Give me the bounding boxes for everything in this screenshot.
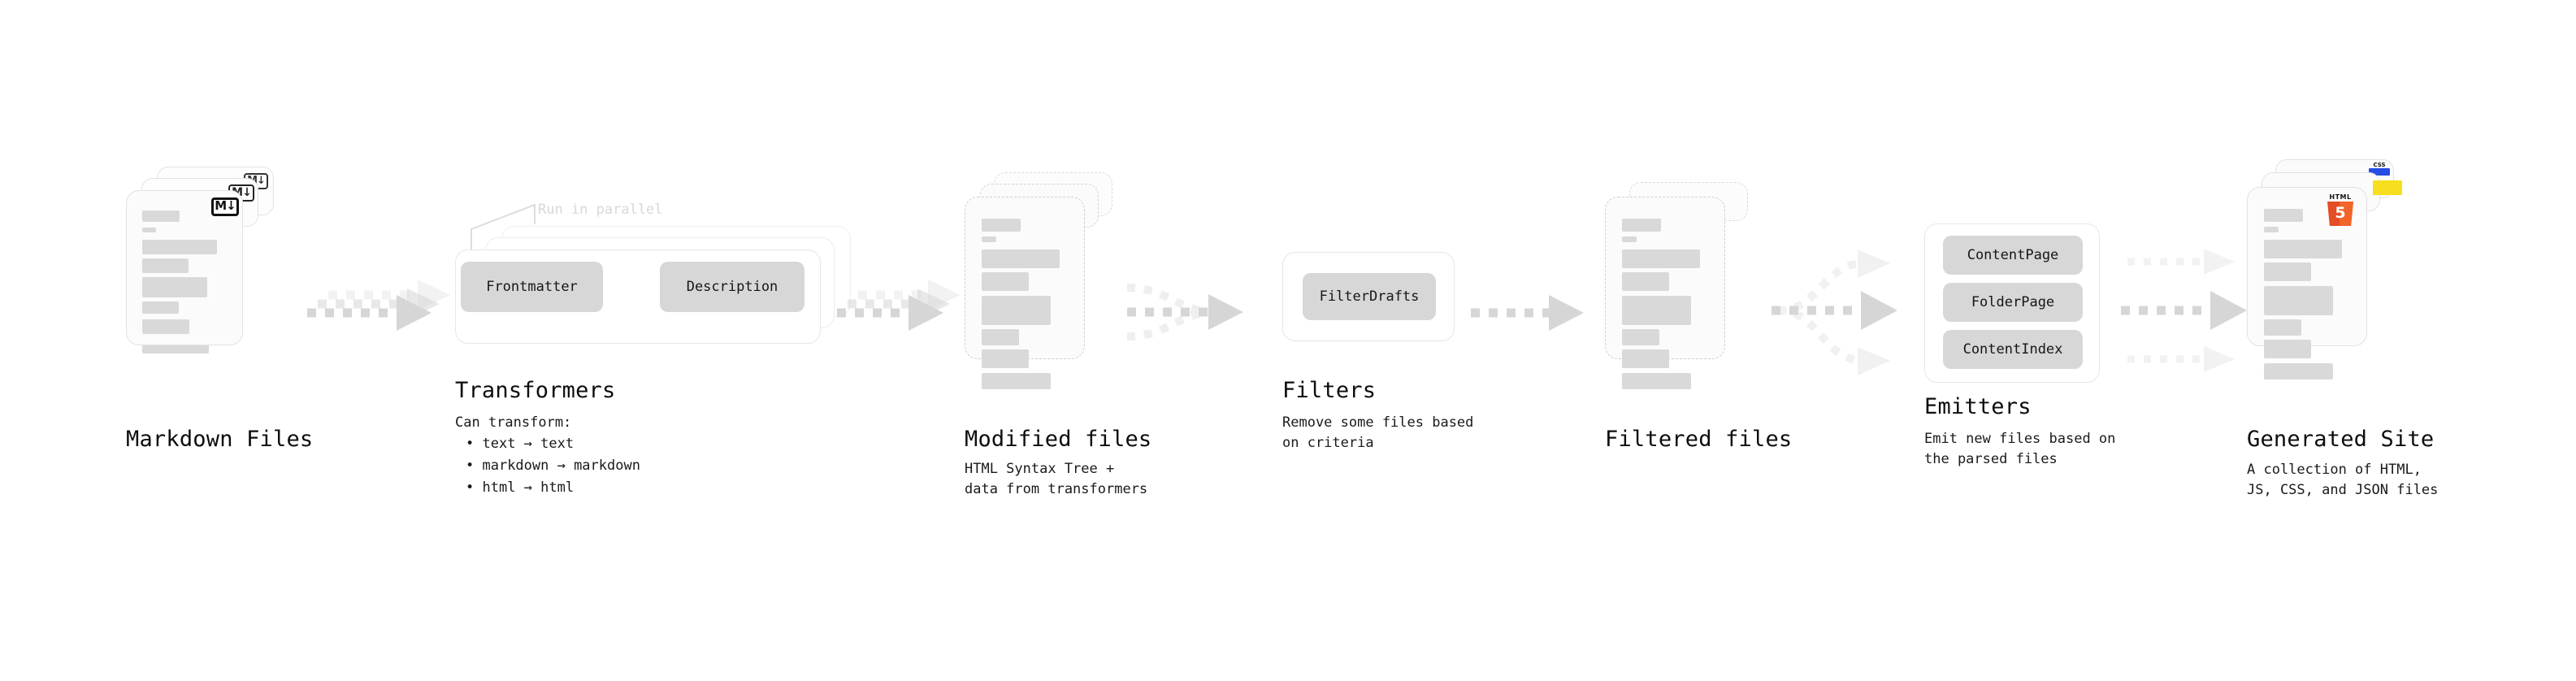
content-bar [982,329,1019,345]
content-bar [142,210,180,222]
content-bar [2264,240,2342,258]
emitter-chip-contentindex[interactable]: ContentIndex [1943,330,2083,369]
generated-site-title: Generated Site [2247,427,2435,452]
filters-box: FilterDrafts [1282,252,1455,341]
markdown-icon: M↓ [211,197,239,216]
emitter-chip-folderpage[interactable]: FolderPage [1943,283,2083,322]
transformers-desc-item: • html → html [466,479,575,496]
transformers-title: Transformers [455,378,616,403]
arrow-transformers-to-modified [837,280,961,331]
content-bar [1622,236,1637,242]
content-bar [142,258,189,273]
transformer-chip-description[interactable]: Description [660,262,804,312]
filtered-card-front [1605,197,1725,389]
content-bar [1622,272,1669,291]
content-bar [2264,286,2333,315]
filters-desc-line: on criteria [1282,435,1374,451]
content-bar [1622,349,1669,368]
transformers-desc-heading: Can transform: [455,414,572,431]
transformer-chip-label: Frontmatter [486,279,578,295]
content-bar [142,240,217,254]
modified-card-front [965,197,1085,389]
generated-site-desc-line: JS, CSS, and JSON files [2247,482,2439,498]
content-bar [2264,209,2303,222]
html5-icon: HTML 5 [2327,193,2354,226]
js-icon [2373,180,2402,195]
content-bar [2264,227,2279,232]
run-in-parallel-bracket [471,203,536,260]
arrow-filtered-to-emitters [1772,249,1897,375]
generated-site-desc-line: A collection of HTML, [2247,462,2422,478]
content-bar [2264,340,2311,358]
emitters-title: Emitters [1924,394,2032,419]
arrow-emitters-to-site [2121,249,2247,372]
transformer-chip-label: Description [686,279,778,295]
content-bar [1622,373,1691,389]
arrow-markdown-to-transformers [307,280,450,331]
emitters-desc-line: Emit new files based on [1924,431,2116,447]
content-bar [142,319,189,334]
filter-chip-label: FilterDrafts [1319,288,1420,305]
emitter-chip-label: FolderPage [1971,294,2055,310]
filters-title: Filters [1282,378,1377,403]
arrow-modified-to-filters [1126,284,1243,340]
transformers-desc-item: • text → text [466,436,575,452]
content-bar [1622,219,1661,232]
filtered-files-title: Filtered files [1605,427,1793,452]
emitters-desc-line: the parsed files [1924,451,2058,467]
emitter-chip-label: ContentPage [1967,247,2059,263]
modified-files-desc-line: data from transformers [965,481,1148,497]
filters-desc-line: Remove some files based [1282,414,1474,431]
content-bar [982,296,1051,325]
css-icon: CSS [2369,162,2390,176]
html5-icon-cap: HTML [2329,193,2352,201]
emitter-chip-contentpage[interactable]: ContentPage [1943,236,2083,275]
modified-files-desc-line: HTML Syntax Tree + [965,461,1115,477]
content-bar [142,228,156,232]
run-in-parallel-annotation: Run in parallel [538,202,663,218]
content-bar [1622,329,1659,345]
transformers-desc-item: • markdown → markdown [466,458,640,474]
content-bar [2264,319,2301,336]
transformers-desc-item-text: markdown → markdown [482,458,640,474]
content-bar [982,373,1051,389]
content-bar [2264,262,2311,281]
html5-icon-shield-inner [2340,202,2353,226]
markdown-files-title: Markdown Files [126,427,314,452]
css-icon-label: CSS [2373,162,2386,168]
filter-chip-filterdrafts[interactable]: FilterDrafts [1303,273,1436,320]
emitters-box: ContentPage FolderPage ContentIndex [1924,223,2100,383]
site-card-front [2247,187,2367,380]
content-bar [982,272,1029,291]
content-bar [1622,249,1700,268]
transformer-chip-frontmatter[interactable]: Frontmatter [461,262,603,312]
html5-icon-number: 5 [2335,204,2346,222]
content-bar [982,236,996,242]
content-bar [1622,296,1691,325]
content-bar [982,249,1060,268]
transformers-desc-item-text: html → html [482,479,575,496]
emitter-chip-label: ContentIndex [1962,341,2063,358]
content-bar [2264,363,2333,380]
modified-files-title: Modified files [965,427,1152,452]
content-bar [142,277,207,297]
content-bar [142,301,179,314]
markdown-icon-glyph: M↓ [215,198,236,213]
markdown-card-front-body [126,190,243,345]
arrow-filters-to-filtered [1471,295,1584,331]
content-bar [982,349,1029,368]
transformers-desc-item-text: text → text [482,436,575,452]
content-bar [982,219,1021,232]
